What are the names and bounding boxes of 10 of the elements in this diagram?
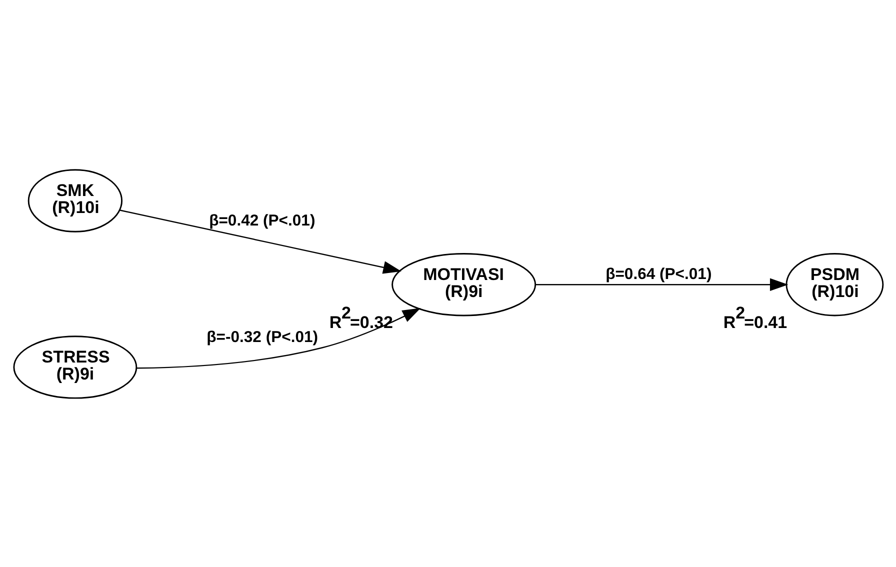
node-ellipse: STRESS (R)9i [12,335,137,398]
arrow [534,278,788,290]
node-ellipse: PSDM (R)10i [785,252,884,316]
arrow [118,209,401,274]
arrow [136,308,420,368]
edge-label: β=0.42 (P<.01) [208,212,315,230]
edge-label: β=-0.32 (P<.01) [206,328,318,346]
edge-label: β=0.64 (P<.01) [605,266,712,283]
node-ellipse: MOTIVASI (R)9i [391,252,536,316]
node-ellipse: SMK (R)10i [27,168,122,232]
